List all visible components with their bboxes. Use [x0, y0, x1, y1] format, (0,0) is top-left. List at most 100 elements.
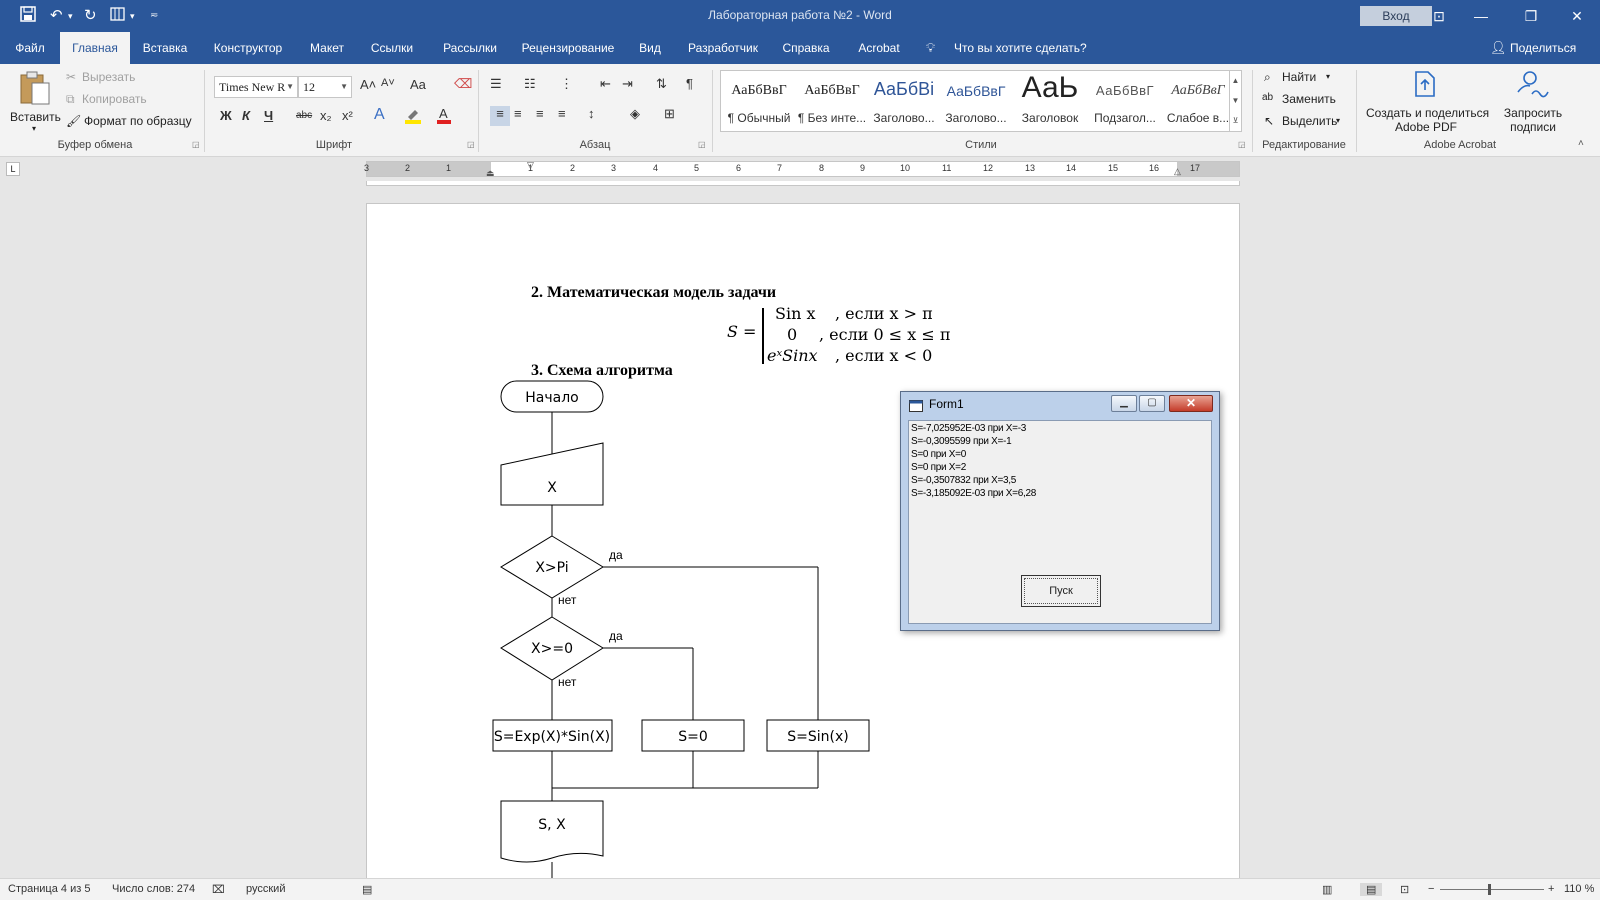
highlight-icon[interactable]	[404, 106, 422, 127]
web-layout-icon[interactable]: ⊡	[1400, 884, 1410, 896]
macro-record-icon[interactable]: ▤	[362, 884, 373, 896]
shading-icon[interactable]: ◈	[630, 106, 640, 121]
form1-window[interactable]: Form1 ▁ ▢ ✕ S=-7,025952E-03 при X=-3 S=-…	[900, 391, 1220, 631]
undo-icon[interactable]: ↶	[50, 7, 63, 24]
multilevel-list-icon[interactable]: ⋮	[560, 76, 573, 91]
cut-button[interactable]: Вырезать	[82, 70, 136, 84]
font-color-icon[interactable]: A	[436, 106, 452, 127]
copy-button[interactable]: Копировать	[82, 92, 147, 106]
proofing-icon[interactable]: ⌧	[212, 884, 225, 896]
tab-help[interactable]: Справка	[782, 41, 830, 55]
subscript-button[interactable]: x₂	[320, 108, 332, 123]
replace-button[interactable]: Заменить	[1282, 92, 1336, 106]
zoom-in-icon[interactable]: +	[1548, 883, 1555, 895]
tab-file[interactable]: Файл	[15, 41, 45, 55]
tell-me-input[interactable]: Что вы хотите сделать?	[954, 41, 1087, 55]
left-indent-marker[interactable]: ⏏	[486, 168, 495, 178]
form-close-icon[interactable]: ✕	[1169, 395, 1213, 412]
zoom-slider[interactable]	[1440, 889, 1544, 890]
redo-icon[interactable]: ↻	[84, 7, 97, 24]
tab-selector[interactable]: L	[6, 162, 20, 176]
customize-icon[interactable]: ≂	[150, 10, 159, 21]
dialog-launcher-icon[interactable]: ◲	[467, 140, 475, 149]
horizontal-ruler[interactable]: 3 2 1 1 2 3 4 5 6 7 8 9 10 11 12 13 14 1…	[364, 160, 1240, 178]
pilcrow-icon[interactable]: ¶	[686, 76, 693, 91]
word-count[interactable]: Число слов: 274	[112, 883, 196, 895]
italic-button[interactable]: К	[242, 108, 250, 123]
text-effects-icon[interactable]: A	[374, 106, 385, 123]
style-no-spacing[interactable]: АаБбВвГ ¶ Без инте...	[797, 83, 867, 125]
layout-dropdown-icon[interactable]: ▾	[130, 11, 135, 21]
zoom-level[interactable]: 110 %	[1564, 883, 1595, 895]
borders-icon[interactable]: ⊞	[664, 106, 675, 121]
superscript-button[interactable]: x²	[342, 108, 353, 123]
signin-button[interactable]: Вход	[1360, 6, 1432, 26]
style-heading1[interactable]: АаБбВі Заголово...	[873, 79, 935, 125]
tab-design[interactable]: Конструктор	[213, 41, 283, 55]
align-right-icon[interactable]: ≡	[536, 106, 544, 121]
minimize-icon[interactable]: —	[1474, 8, 1488, 24]
underline-button[interactable]: Ч	[264, 108, 274, 123]
paste-button[interactable]: Вставить ▾	[10, 68, 61, 134]
find-button[interactable]: Найти	[1282, 70, 1317, 84]
create-pdf-button[interactable]: Создать и поделиться Adobe PDF	[1362, 68, 1490, 134]
font-name-combo[interactable]: Times New R▼	[214, 76, 298, 98]
tab-acrobat[interactable]: Acrobat	[858, 41, 900, 55]
tab-layout[interactable]: Макет	[310, 41, 344, 55]
bullets-icon[interactable]: ☰	[490, 76, 502, 91]
grow-font-button[interactable]: A˄	[360, 77, 377, 92]
save-icon[interactable]	[20, 6, 36, 26]
dialog-launcher-icon[interactable]: ◲	[192, 140, 200, 149]
align-center-icon[interactable]: ≡	[514, 106, 522, 121]
change-case-button[interactable]: Aa	[410, 77, 426, 92]
bold-button[interactable]: Ж	[220, 108, 232, 123]
styles-scroll[interactable]: ▲▼⊻	[1229, 71, 1241, 131]
language-indicator[interactable]: русский	[246, 883, 286, 895]
tab-developer[interactable]: Разработчик	[688, 41, 758, 55]
style-subtle-emphasis[interactable]: АаБбВвГ Слабое в...	[1166, 83, 1230, 125]
zoom-slider-thumb[interactable]	[1488, 884, 1491, 895]
style-heading2[interactable]: АаБбВвГ Заголово...	[945, 83, 1007, 125]
right-indent-marker[interactable]: △	[1174, 166, 1181, 176]
align-left-icon[interactable]: ≡	[490, 106, 510, 126]
first-line-indent-marker[interactable]: ▽	[527, 160, 534, 170]
line-spacing-icon[interactable]: ↕	[588, 106, 595, 121]
ribbon-display-icon[interactable]: ⊡	[1433, 8, 1445, 24]
clear-format-icon[interactable]: ⌫	[454, 76, 473, 91]
read-mode-icon[interactable]: ▥	[1322, 884, 1333, 896]
numbering-icon[interactable]: ☷	[524, 76, 536, 91]
undo-dropdown-icon[interactable]: ▾	[68, 11, 73, 21]
run-button[interactable]: Пуск	[1021, 575, 1101, 607]
request-signatures-button[interactable]: Запросить подписи	[1490, 68, 1576, 134]
style-normal[interactable]: АаБбВвГ ¶ Обычный	[727, 83, 791, 125]
select-button[interactable]: Выделить	[1282, 114, 1338, 128]
print-layout-icon[interactable]: ▤	[1360, 883, 1383, 896]
font-size-combo[interactable]: 12▼	[298, 76, 352, 98]
shrink-font-button[interactable]: A˅	[381, 77, 395, 89]
document-area[interactable]: 2. Математическая модель задачи S = Sin …	[0, 181, 1600, 878]
zoom-out-icon[interactable]: −	[1428, 883, 1435, 895]
dialog-launcher-icon[interactable]: ◲	[1238, 140, 1246, 149]
format-painter-button[interactable]: Формат по образцу	[84, 114, 192, 128]
tab-references[interactable]: Ссылки	[370, 41, 414, 55]
tab-view[interactable]: Вид	[639, 41, 661, 55]
tab-mailings[interactable]: Рассылки	[443, 41, 497, 55]
increase-indent-icon[interactable]: ⇥	[622, 76, 633, 91]
restore-icon[interactable]: ❐	[1524, 8, 1538, 24]
dialog-launcher-icon[interactable]: ◲	[698, 140, 706, 149]
layout-icon[interactable]	[110, 6, 126, 26]
sort-icon[interactable]: ⇅	[656, 76, 667, 91]
collapse-ribbon-icon[interactable]: ˄	[1578, 138, 1584, 149]
share-button[interactable]: Поделиться	[1510, 41, 1577, 55]
strikethrough-button[interactable]: abc	[296, 110, 313, 121]
close-icon[interactable]: ✕	[1571, 8, 1583, 24]
tab-home[interactable]: Главная	[60, 32, 130, 64]
tab-insert[interactable]: Вставка	[142, 41, 188, 55]
form-maximize-icon[interactable]: ▢	[1139, 395, 1165, 412]
decrease-indent-icon[interactable]: ⇤	[600, 76, 611, 91]
form-minimize-icon[interactable]: ▁	[1111, 395, 1137, 412]
page-indicator[interactable]: Страница 4 из 5	[8, 883, 91, 895]
style-subtitle[interactable]: АаБбВвГ Подзагол...	[1094, 83, 1156, 125]
tab-review[interactable]: Рецензирование	[521, 41, 615, 55]
justify-icon[interactable]: ≡	[558, 106, 566, 121]
